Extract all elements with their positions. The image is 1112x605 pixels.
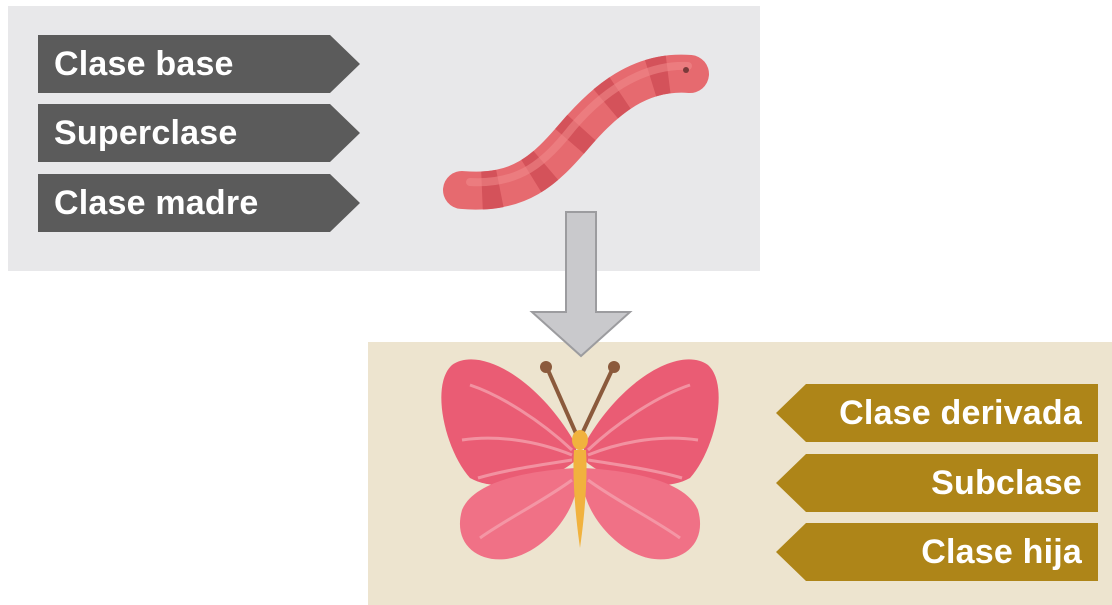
butterfly-icon — [0, 0, 1112, 605]
